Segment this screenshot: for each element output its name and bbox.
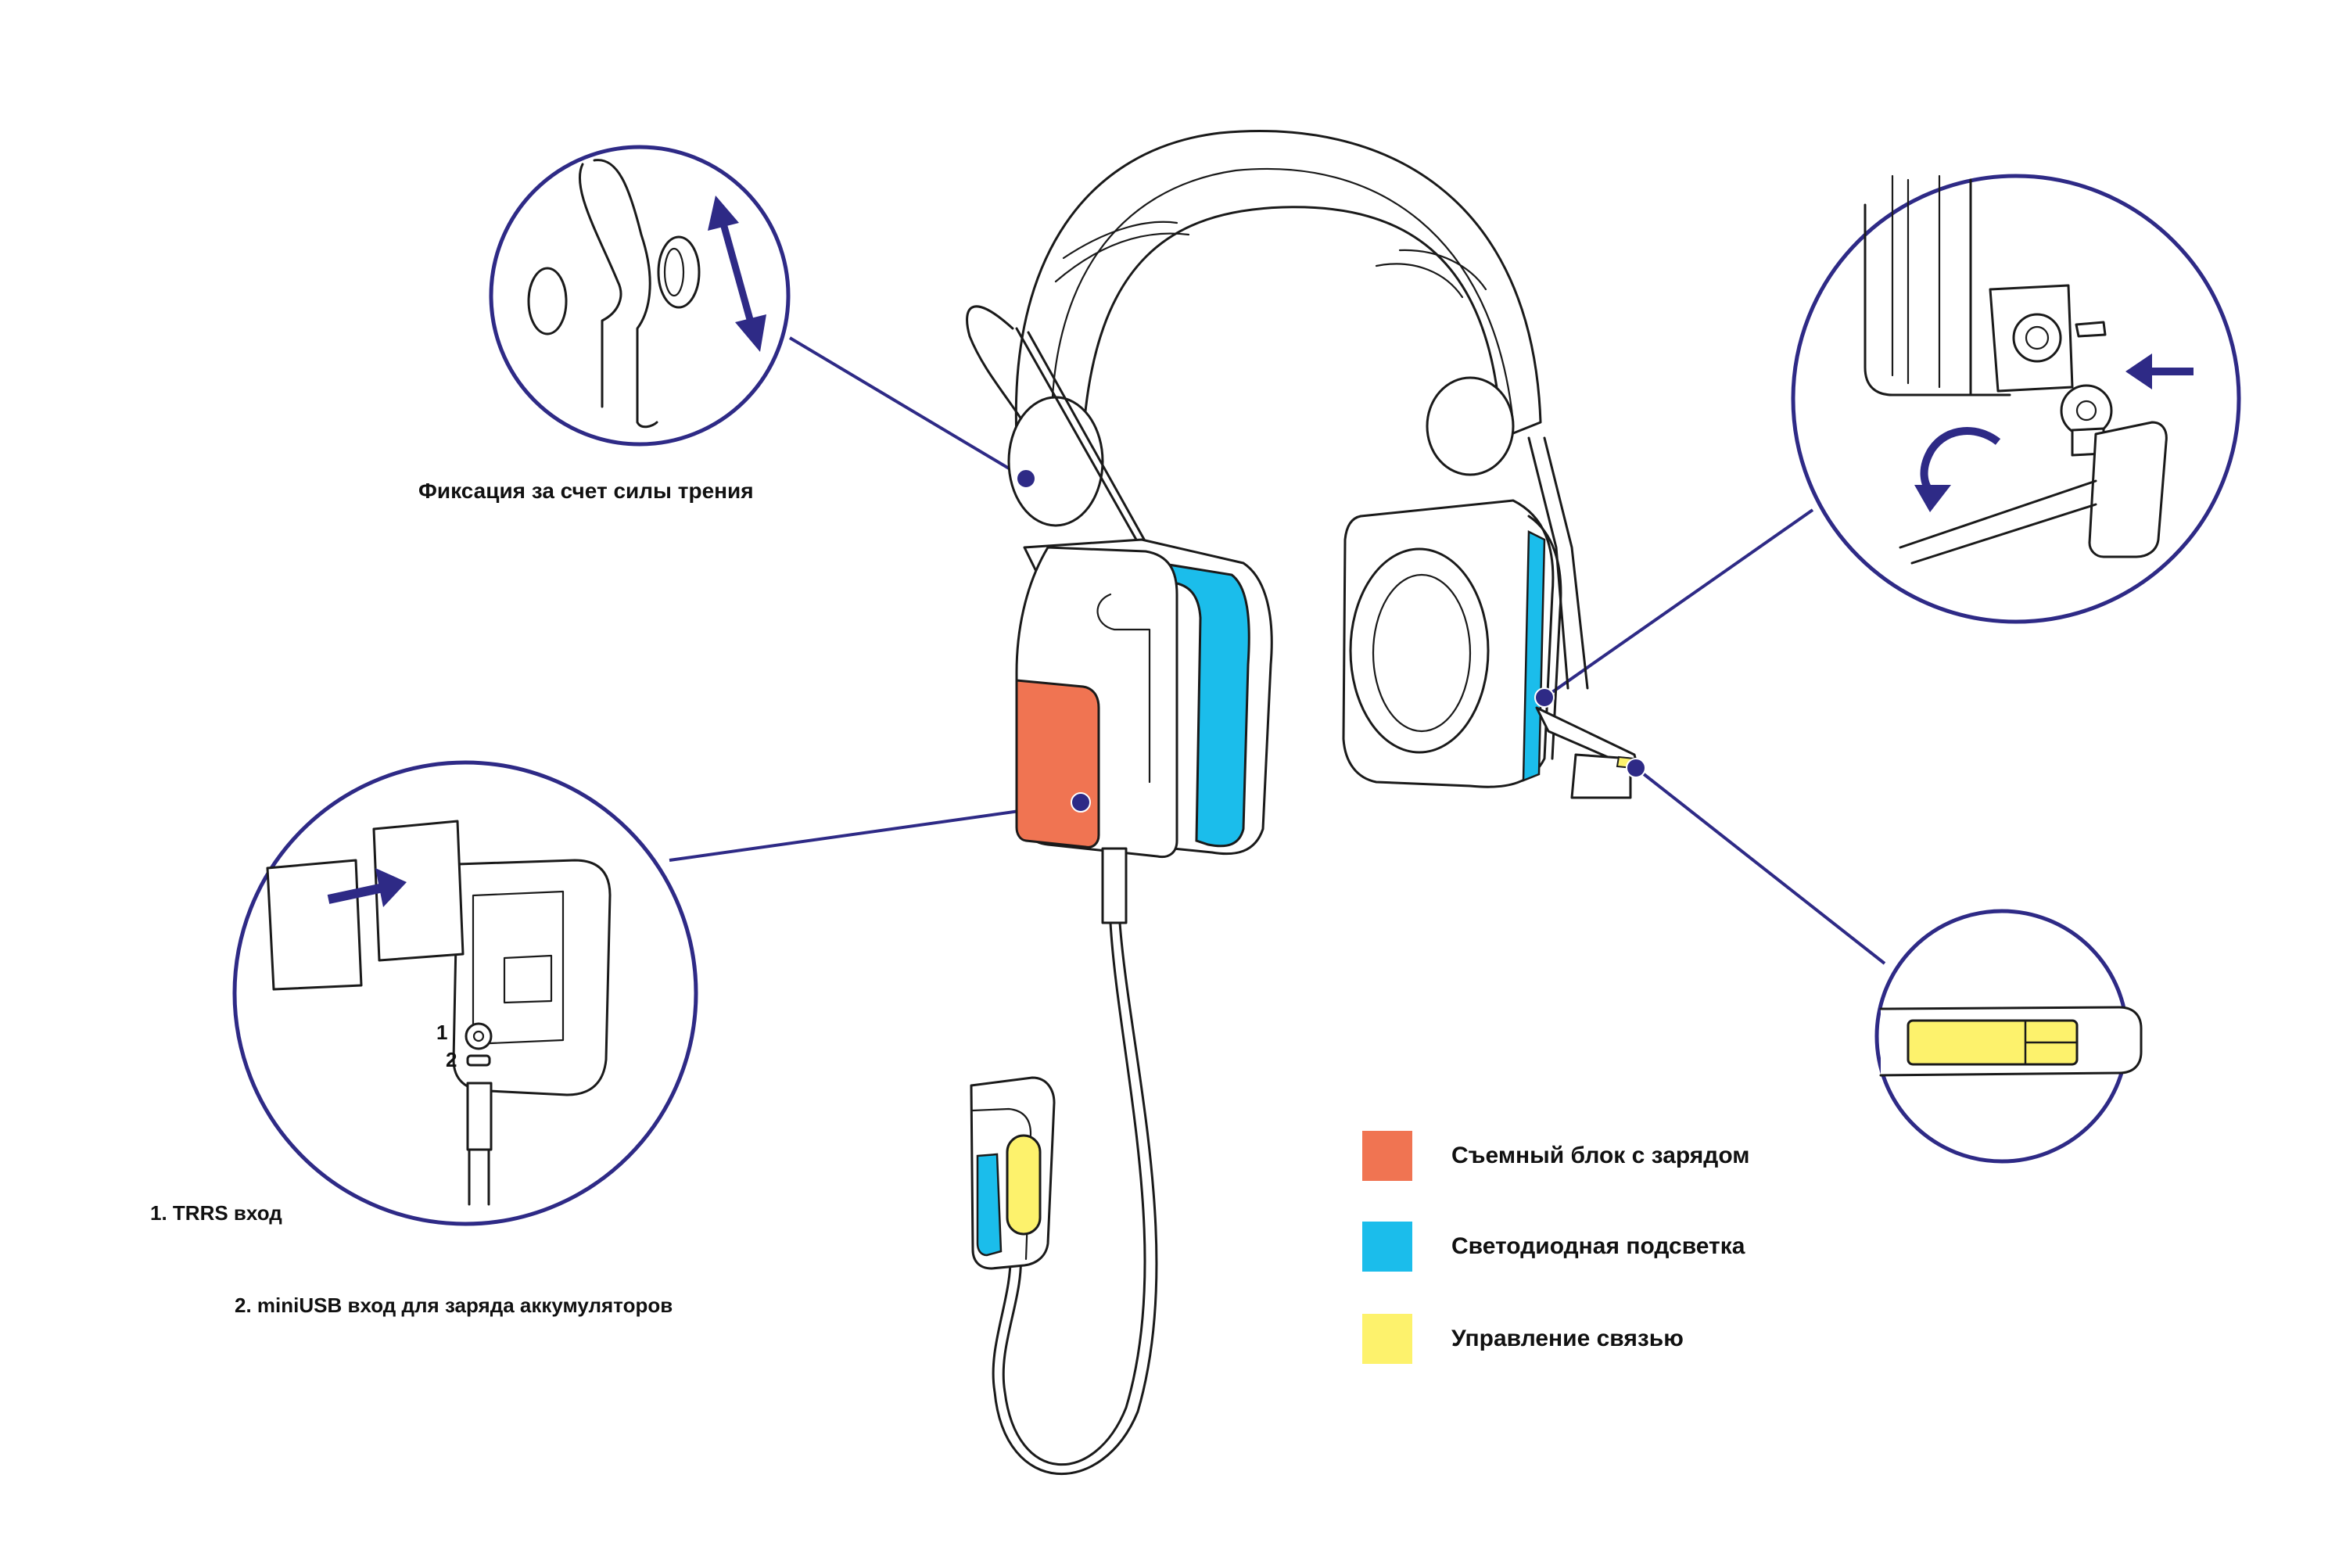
- battery-block-front: [372, 820, 465, 962]
- right-pivot-disc: [1426, 376, 1515, 476]
- legend-item-battery: Съемный блок с зарядом: [1362, 1131, 1749, 1181]
- left-cup-groove: [1096, 593, 1151, 784]
- dot-mic-joint: [1534, 687, 1555, 708]
- trrs-port-center: [472, 1030, 485, 1042]
- dot-friction: [1016, 468, 1036, 489]
- battery-slot: [472, 890, 565, 1046]
- cable-strain-relief: [1101, 847, 1128, 924]
- legend-label-battery: Съемный блок с зарядом: [1451, 1143, 1750, 1168]
- callout-mic-joint: [1791, 174, 2241, 624]
- joint-mic-head: [2088, 421, 2168, 558]
- boom-wire-diag-2: [1027, 331, 1159, 565]
- joint-housing-lines: [1891, 174, 1941, 389]
- friction-wire: [578, 163, 622, 408]
- trrs-plug: [466, 1082, 493, 1151]
- joint-clip: [2075, 321, 2107, 338]
- callout-battery: [232, 760, 698, 1226]
- dot-mic-control: [1626, 758, 1646, 778]
- legend-item-led: Светодиодная подсветка: [1362, 1222, 1745, 1272]
- right-slider-wire-2: [1527, 436, 1569, 690]
- joint-gear-hub: [2025, 325, 2050, 350]
- boom-wire-loop: [966, 305, 1034, 440]
- joint-housing-right: [1969, 178, 2011, 396]
- boom-wire-diag: [1015, 327, 1151, 565]
- headband-stitch-right: [1375, 249, 1487, 299]
- rotate-arrow-arc: [1920, 427, 2001, 496]
- battery-block-back: [266, 859, 363, 991]
- cable-outer: [1002, 921, 1146, 1466]
- miniusb-port-icon: [466, 1054, 491, 1067]
- friction-arrow-down-icon: [735, 314, 766, 352]
- battery-contacts: [503, 954, 553, 1004]
- leader-line-battery: [669, 801, 1082, 862]
- leader-line-mic-joint: [1543, 508, 1814, 699]
- legend-swatch-orange: [1362, 1131, 1412, 1181]
- callout-friction: [489, 145, 791, 447]
- friction-caption: Фиксация за счет силы трения: [418, 479, 754, 503]
- push-arrow-icon: [2125, 353, 2152, 389]
- headband-stitch: [1054, 221, 1190, 283]
- friction-cap-groove: [663, 247, 685, 297]
- leader-line-friction: [788, 336, 1028, 480]
- friction-wire-2: [593, 159, 658, 429]
- leader-line-mic-control: [1634, 766, 1886, 965]
- joint-gear: [2012, 313, 2062, 363]
- callout-circle-mic-joint: [1791, 174, 2241, 624]
- insert-arrow-icon: [375, 868, 407, 907]
- inline-remote-edge: [971, 1107, 1032, 1261]
- legend-item-control: Управление связью: [1362, 1314, 1684, 1364]
- legend-label-led: Светодиодная подсветка: [1451, 1233, 1745, 1259]
- port-1-marker: 1: [436, 1021, 448, 1044]
- port-2-caption: 2. miniUSB вход для заряда аккумуляторов: [235, 1294, 673, 1317]
- port-2-marker: 2: [446, 1048, 457, 1071]
- cable-inner: [992, 921, 1158, 1475]
- callout-mic-control: [1874, 909, 2143, 1164]
- battery-housing: [452, 859, 612, 1096]
- right-cup-side: [1527, 515, 1562, 760]
- mic-head: [1570, 753, 1632, 799]
- friction-cap-left: [527, 267, 568, 335]
- right-slider-wire: [1543, 436, 1589, 690]
- headband-inner-line: [1050, 167, 1515, 440]
- left-led-strip: [1105, 554, 1250, 848]
- right-ear-cushion-ring: [1349, 547, 1490, 754]
- right-ear-cushion-inner: [1372, 573, 1472, 733]
- remote-control-button: [1006, 1134, 1042, 1236]
- removable-battery-block: [1015, 679, 1100, 849]
- trrs-port-icon: [465, 1022, 493, 1050]
- headset-illustration: [966, 130, 1640, 1475]
- left-pivot-disc: [1007, 396, 1104, 527]
- joint-boom: [1899, 479, 2097, 565]
- joint-housing-left: [1864, 203, 1972, 396]
- rotate-arrow-icon: [1914, 485, 1951, 512]
- friction-arrow-shaft: [716, 208, 759, 338]
- joint-pin-center: [2075, 400, 2097, 422]
- insert-arrow-shaft: [327, 883, 385, 904]
- friction-arrow-up-icon: [708, 196, 739, 231]
- legend-swatch-yellow: [1362, 1314, 1412, 1364]
- legend-label-control: Управление связью: [1451, 1326, 1684, 1351]
- right-led-strip: [1522, 529, 1546, 782]
- port-1-caption: 1. TRRS вход: [150, 1201, 282, 1225]
- dot-battery: [1071, 792, 1091, 813]
- remote-led-strip: [976, 1153, 1003, 1257]
- legend-swatch-blue: [1362, 1222, 1412, 1272]
- headband: [1014, 130, 1542, 440]
